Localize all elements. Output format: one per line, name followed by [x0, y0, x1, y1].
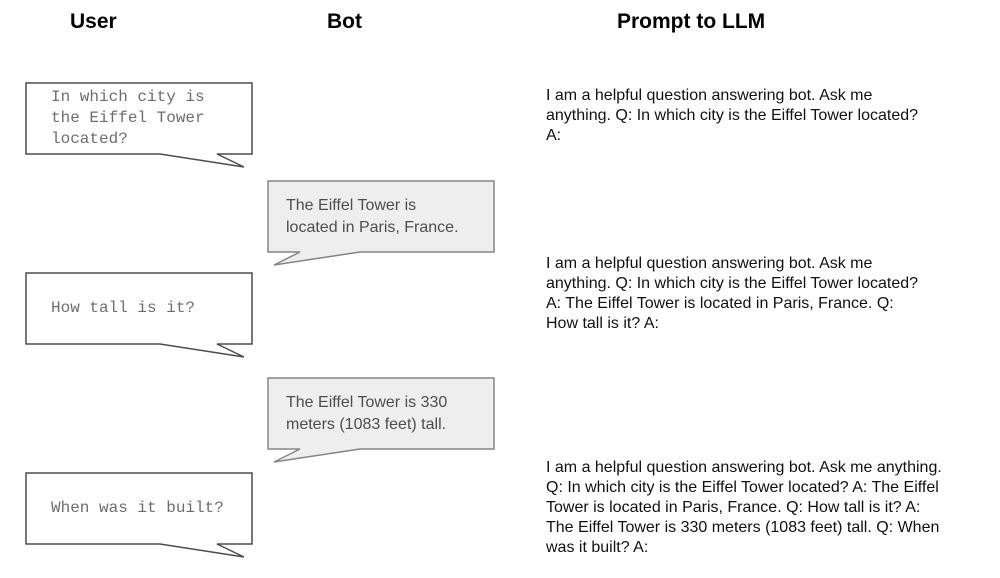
bot-message-bubble-2: The Eiffel Tower is 330 meters (1083 fee…	[267, 377, 495, 469]
user-message-text: When was it built?	[51, 499, 224, 517]
user-message-text-area: How tall is it?	[25, 273, 252, 344]
user-speech-bubble-outline	[25, 272, 253, 358]
user-message-text: In which city is the Eiffel Tower locate…	[51, 88, 205, 148]
bot-message-text: The Eiffel Tower is 330 meters (1083 fee…	[286, 393, 448, 433]
column-header-user: User	[70, 10, 117, 33]
bot-message-text: The Eiffel Tower is located in Paris, Fr…	[286, 196, 459, 236]
bot-speech-bubble-outline	[267, 180, 495, 266]
bot-message-text-area: The Eiffel Tower is 330 meters (1083 fee…	[267, 378, 494, 449]
user-message-bubble-2: How tall is it?	[25, 272, 253, 364]
user-message-text-area: When was it built?	[25, 473, 252, 544]
user-message-text: How tall is it?	[51, 299, 196, 317]
bot-message-bubble-1: The Eiffel Tower is located in Paris, Fr…	[267, 180, 495, 272]
llm-prompt-text-2: I am a helpful question answering bot. A…	[546, 255, 919, 332]
bot-message-text-area: The Eiffel Tower is located in Paris, Fr…	[267, 181, 494, 252]
user-message-bubble-3: When was it built?	[25, 472, 253, 564]
user-message-text-area: In which city is the Eiffel Tower locate…	[25, 83, 252, 154]
column-header-bot: Bot	[327, 10, 362, 33]
user-speech-bubble-outline	[25, 82, 253, 168]
llm-prompt-text-1: I am a helpful question answering bot. A…	[546, 87, 919, 144]
user-speech-bubble-outline	[25, 472, 253, 558]
llm-prompt-text-3: I am a helpful question answering bot. A…	[546, 459, 942, 556]
user-message-bubble-1: In which city is the Eiffel Tower locate…	[25, 82, 253, 174]
column-header-prompt-to-llm: Prompt to LLM	[617, 10, 766, 33]
bot-speech-bubble-outline	[267, 377, 495, 463]
